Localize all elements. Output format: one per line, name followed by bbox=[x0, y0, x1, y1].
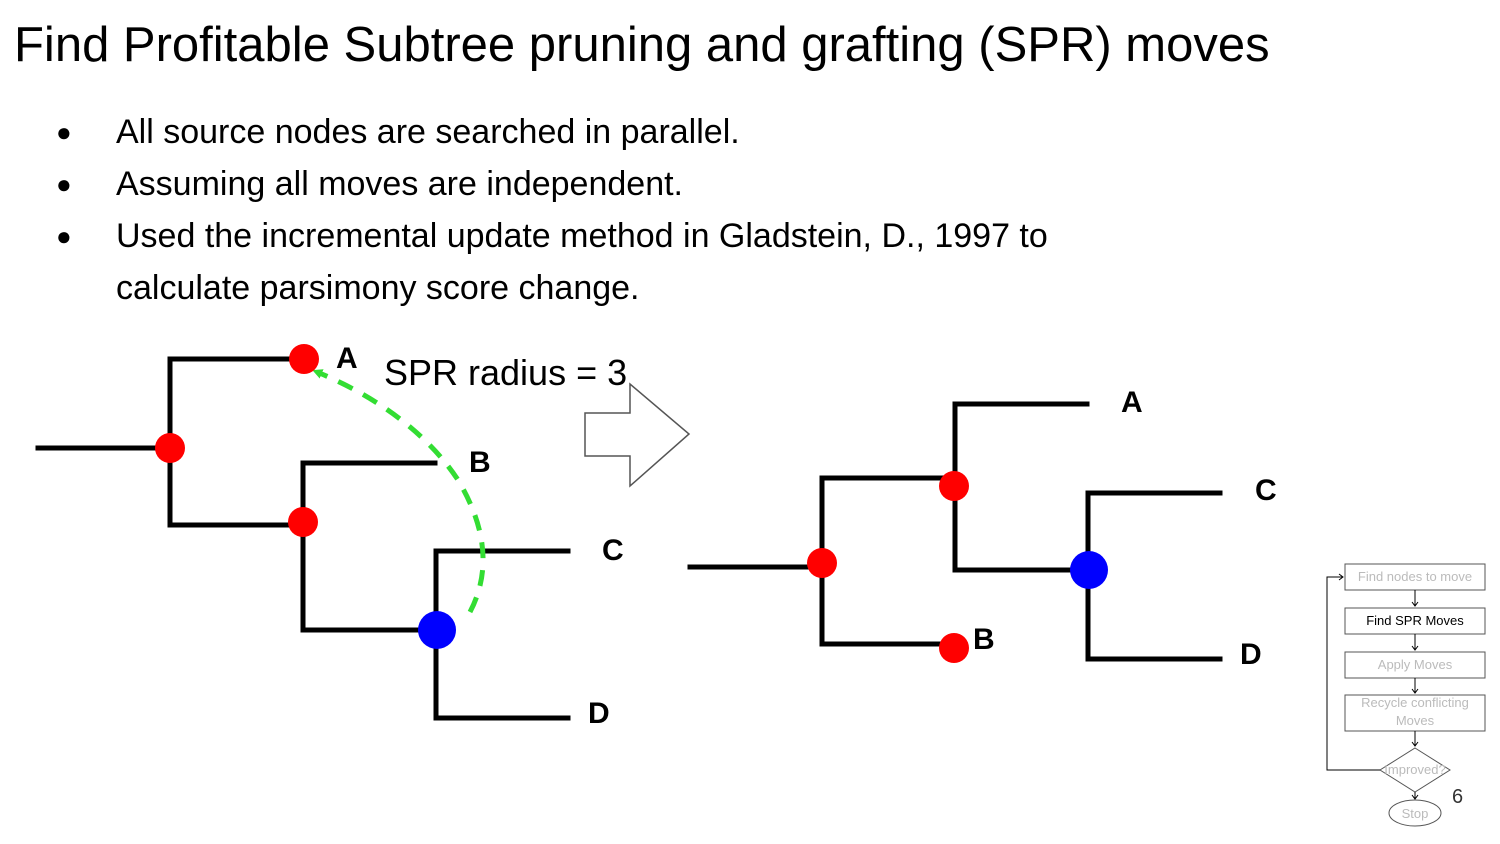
bullet-list: ● All source nodes are searched in paral… bbox=[0, 106, 1300, 307]
flow-decision-label: Improved? bbox=[1384, 762, 1445, 777]
tree-after: A C B D bbox=[687, 386, 1277, 671]
candidate-node-inner bbox=[939, 471, 969, 501]
flow-step-box-active bbox=[1344, 607, 1486, 635]
leaf-label-c: C bbox=[602, 534, 624, 567]
slide-title: Find Profitable Subtree pruning and graf… bbox=[14, 18, 1270, 72]
tree-before: A B C D SPR radius = 3 bbox=[35, 342, 627, 730]
flow-connector bbox=[1411, 731, 1419, 747]
spr-radius-label: SPR radius = 3 bbox=[384, 352, 627, 393]
candidate-node-b bbox=[939, 633, 969, 663]
flow-connector bbox=[1411, 634, 1419, 651]
leaf-label-a: A bbox=[1121, 386, 1143, 419]
bullet-item: ● Used the incremental update method in … bbox=[0, 210, 1300, 307]
bullet-text: Used the incremental update method in Gl… bbox=[116, 217, 1048, 255]
bullet-text: Assuming all moves are independent. bbox=[116, 165, 683, 203]
leaf-label-a: A bbox=[336, 342, 358, 375]
leaf-label-d: D bbox=[588, 697, 610, 730]
bullet-text: All source nodes are searched in paralle… bbox=[116, 113, 740, 151]
source-node bbox=[418, 611, 456, 649]
flow-loop-back bbox=[1326, 573, 1380, 771]
source-node bbox=[1070, 551, 1108, 589]
spr-move-arrow bbox=[312, 369, 486, 614]
leaf-label-d: D bbox=[1240, 638, 1262, 671]
candidate-node-root bbox=[807, 548, 837, 578]
bullet-dot: ● bbox=[56, 221, 72, 251]
flow-connector bbox=[1411, 792, 1419, 800]
flow-step-label-line2: Moves bbox=[1396, 713, 1435, 728]
candidate-node-a bbox=[289, 344, 319, 374]
right-arrow-outline-icon bbox=[584, 382, 691, 488]
flow-connector bbox=[1411, 590, 1419, 607]
flow-step-box bbox=[1344, 563, 1486, 591]
flow-connector bbox=[1411, 678, 1419, 694]
flow-step-label: Recycle conflicting bbox=[1361, 695, 1469, 710]
leaf-label-b: B bbox=[973, 623, 995, 656]
leaf-label-b: B bbox=[469, 446, 491, 479]
candidate-node-root bbox=[155, 433, 185, 463]
flow-end-label: Stop bbox=[1402, 806, 1429, 821]
page-number: 6 bbox=[1452, 786, 1464, 808]
flow-step-label: Apply Moves bbox=[1378, 657, 1453, 672]
leaf-label-c: C bbox=[1255, 474, 1277, 507]
bullet-dot: ● bbox=[56, 169, 72, 199]
flow-step-box bbox=[1344, 694, 1486, 732]
candidate-node-inner bbox=[288, 507, 318, 537]
algorithm-flowchart: Find nodes to move Find SPR Moves Apply … bbox=[1326, 563, 1486, 827]
bullet-text-continuation: calculate parsimony score change. bbox=[116, 269, 640, 307]
bullet-item: ● All source nodes are searched in paral… bbox=[0, 106, 1300, 158]
bullet-dot: ● bbox=[56, 117, 72, 147]
flow-step-label: Find nodes to move bbox=[1358, 569, 1472, 584]
flow-step-label-active: Find SPR Moves bbox=[1366, 613, 1464, 628]
flow-end-oval bbox=[1388, 799, 1442, 827]
bullet-item: ● Assuming all moves are independent. bbox=[0, 158, 1300, 210]
